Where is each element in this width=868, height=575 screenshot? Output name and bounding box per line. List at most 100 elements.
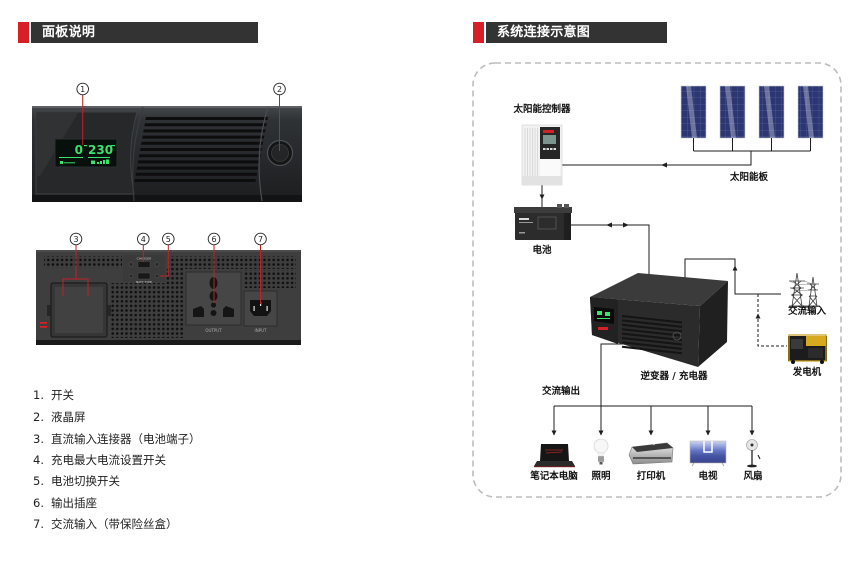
front-panel-top-edge bbox=[32, 106, 302, 108]
ac-output-wires bbox=[553, 343, 753, 435]
cover-face bbox=[55, 287, 103, 333]
legend-text: 直流输入连接器（电池端子） bbox=[51, 432, 201, 446]
battery-spec-box bbox=[537, 216, 557, 230]
generator-control-panel bbox=[791, 339, 803, 349]
grille-slot bbox=[137, 160, 260, 164]
legend-item: 1.开关 bbox=[33, 388, 74, 402]
controller-base bbox=[522, 176, 562, 185]
callout-3-line bbox=[62, 245, 89, 296]
callout-1-circle bbox=[76, 82, 89, 96]
solar-panels-icon bbox=[680, 85, 824, 139]
solar-panel bbox=[797, 85, 824, 139]
bulb-thread bbox=[598, 457, 604, 461]
arrow-right-icon bbox=[623, 222, 629, 228]
grille-slot bbox=[143, 129, 266, 133]
grille-slot bbox=[144, 123, 267, 127]
ac-input-wire bbox=[684, 258, 781, 295]
battery-to-inverter-wire bbox=[571, 224, 650, 275]
lcd-level-bar bbox=[103, 160, 105, 164]
output-label: OUTPUT bbox=[205, 328, 222, 333]
socket-hole bbox=[193, 306, 204, 317]
battery-icon bbox=[514, 204, 572, 240]
lcd-mode-text bbox=[64, 162, 75, 164]
vent-holes bbox=[244, 270, 296, 288]
controller-button bbox=[553, 148, 556, 150]
solar-panel-cells bbox=[797, 85, 824, 139]
cover-tab-left bbox=[47, 305, 51, 316]
callout-4-number: 4 bbox=[141, 235, 146, 244]
controller-button bbox=[546, 148, 549, 150]
lcd-level-bar bbox=[97, 162, 99, 164]
callout-1: 1 bbox=[76, 82, 89, 145]
inverter-top bbox=[590, 273, 728, 306]
ac-input-label: 交流输入 bbox=[787, 306, 827, 317]
inverter-label: 逆变器 / 充电器 bbox=[640, 371, 708, 382]
solar-panel-glare bbox=[686, 86, 697, 138]
cover-tab-right bbox=[107, 305, 111, 316]
fan-base bbox=[747, 464, 757, 468]
inverter-lcd-digit bbox=[605, 312, 610, 316]
callout-5-number: 5 bbox=[166, 235, 171, 244]
grille-slot bbox=[142, 135, 265, 139]
battery-type-switch bbox=[137, 272, 151, 280]
callout-7: 7 bbox=[254, 232, 267, 304]
legend-number: 5. bbox=[33, 474, 44, 488]
grille-left-edge bbox=[132, 106, 144, 202]
callout-5-circle bbox=[162, 232, 175, 246]
legend-number: 7. bbox=[33, 517, 44, 531]
lcd-right-reading: 230 bbox=[88, 143, 113, 157]
charger-switch-label: CHARGER bbox=[137, 257, 152, 261]
power-button bbox=[266, 139, 294, 167]
system-section-title: 系统连接示意图 bbox=[497, 25, 591, 40]
lcd-bar-left bbox=[59, 157, 83, 158]
inverter-grille-slot bbox=[621, 337, 683, 346]
fan-icon bbox=[746, 439, 761, 468]
tv-screen-reflection bbox=[690, 455, 726, 463]
battery-type-switch-label: BATT TYPE bbox=[136, 280, 152, 284]
generator-frame bbox=[788, 334, 827, 362]
callout-2-number: 2 bbox=[277, 85, 282, 94]
generator-wheel bbox=[820, 360, 824, 364]
legend-text: 充电最大电流设置开关 bbox=[51, 453, 166, 467]
lcd-unit-mark bbox=[111, 145, 115, 147]
arrow-down-icon bbox=[539, 194, 545, 200]
laptop-icon bbox=[534, 444, 575, 468]
battery-spec-line bbox=[519, 222, 533, 223]
lcd-battery-icon bbox=[91, 160, 95, 164]
panel-section-header: 面板说明 bbox=[31, 22, 258, 43]
solar-controller-icon bbox=[521, 124, 563, 186]
arrow-down-icon bbox=[598, 430, 604, 436]
legend-number: 1. bbox=[33, 388, 44, 402]
solar-panel-cells bbox=[680, 85, 707, 139]
legend-number: 2. bbox=[33, 410, 44, 424]
inverter-lcd-bar bbox=[597, 318, 610, 319]
legend-text: 电池切换开关 bbox=[51, 474, 120, 488]
controller-lower-face bbox=[540, 159, 560, 176]
legend-number: 6. bbox=[33, 496, 44, 510]
callout-5-line bbox=[160, 245, 169, 277]
generator-wire-dashed bbox=[757, 294, 787, 347]
generator-icon bbox=[788, 334, 827, 364]
power-tower-left bbox=[789, 272, 805, 307]
generator-wheel bbox=[791, 360, 795, 364]
diagram-dashed-border bbox=[472, 62, 842, 498]
legend-text: 交流输入（带保险丝盒） bbox=[51, 517, 178, 531]
callout-2-circle bbox=[273, 82, 286, 96]
battery-body bbox=[515, 211, 571, 240]
bulb-base bbox=[598, 456, 604, 462]
solar-panel-cells bbox=[719, 85, 746, 139]
callout-1-number: 1 bbox=[80, 85, 85, 94]
battery-terminal bbox=[557, 204, 562, 208]
grille-slot bbox=[135, 172, 258, 176]
ac-output-label: 交流输出 bbox=[541, 386, 581, 397]
panel-section-header-accent bbox=[18, 22, 29, 43]
battery-side bbox=[564, 213, 571, 240]
grille-right-edge bbox=[258, 106, 269, 202]
grille-slot bbox=[139, 148, 262, 151]
inverter-grille-slot bbox=[621, 319, 683, 328]
socket-hole bbox=[210, 302, 217, 308]
laptop-edge bbox=[534, 466, 575, 468]
load-label-fan: 风扇 bbox=[743, 471, 763, 482]
arrow-up-icon bbox=[755, 313, 761, 319]
light-bulb-icon bbox=[593, 438, 609, 465]
